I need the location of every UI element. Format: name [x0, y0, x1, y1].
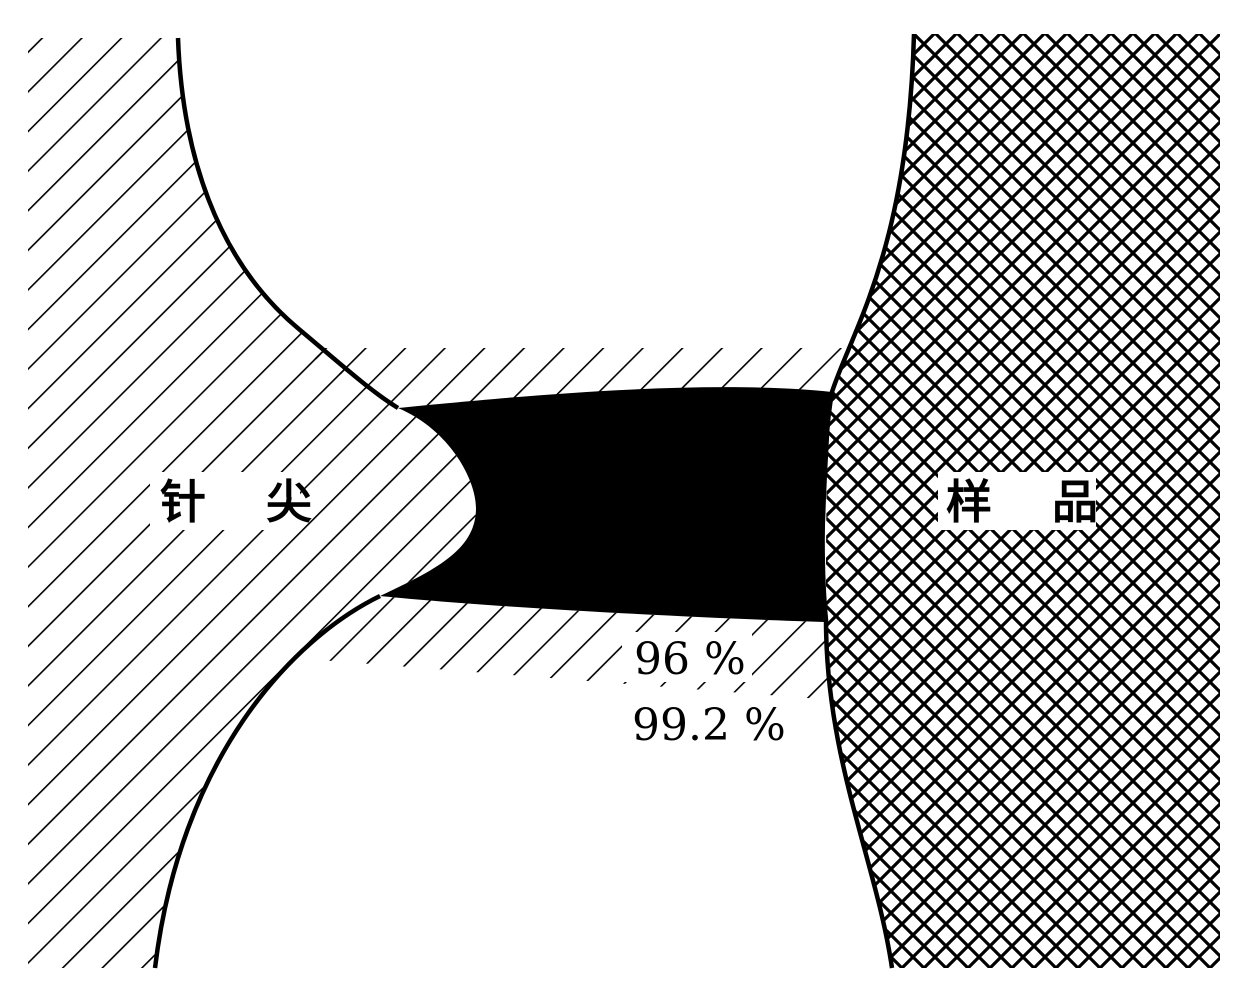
tip-outline-upper [175, 37, 400, 410]
sample-label-background [938, 472, 1096, 530]
sample-label: 样 品 [946, 475, 1120, 529]
tip-label-background [150, 472, 300, 530]
sample-outline [820, 33, 917, 969]
black-core [380, 387, 832, 622]
percent-label-top: 96 % [634, 634, 746, 685]
tip-label: 针 尖 [160, 475, 334, 529]
percent-top-background [622, 632, 752, 682]
percent-label-bottom: 99.2 % [632, 700, 786, 751]
tip-outline-lower [152, 593, 381, 969]
gap-band-upper [300, 348, 842, 408]
